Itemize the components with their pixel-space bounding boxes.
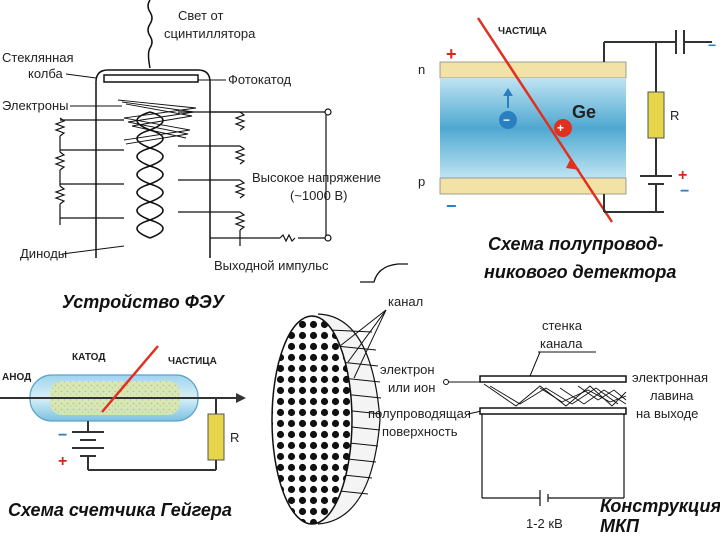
p-label: p bbox=[418, 174, 425, 189]
photocathode-label: Фотокатод bbox=[228, 72, 292, 87]
high-voltage-label-2: (~1000 В) bbox=[290, 188, 347, 203]
geiger-r-label: R bbox=[230, 430, 239, 445]
geiger-diagram: АНОД КАТОД ЧАСТИЦА R − + Схема счетчика … bbox=[0, 345, 246, 520]
semi-battery-minus: − bbox=[680, 183, 689, 200]
semi-battery-plus: + bbox=[678, 167, 687, 184]
mcp-avalanche-label-2: лавина bbox=[650, 388, 694, 403]
mcp-wall-label-2: канала bbox=[540, 336, 583, 351]
ge-crystal bbox=[440, 78, 626, 178]
right-resistor-ladder bbox=[178, 111, 246, 246]
geiger-cathode-label: КАТОД bbox=[72, 352, 105, 363]
semi-caption-1: Схема полупровод- bbox=[488, 234, 663, 254]
glass-bulb bbox=[95, 69, 211, 258]
mcp-electron-label-2: или ион bbox=[388, 380, 435, 395]
mcp-circuit bbox=[481, 414, 625, 506]
electron-paths bbox=[117, 99, 197, 145]
hole-carrier bbox=[554, 119, 572, 137]
output-pulse-label: Выходной импульс bbox=[214, 258, 329, 273]
mcp-channel-section bbox=[479, 375, 627, 415]
mcp-disc-face bbox=[271, 315, 353, 525]
light-label-2: сцинтиллятора bbox=[164, 26, 256, 41]
glass-label-1: Стеклянная bbox=[2, 50, 74, 65]
mcp-caption-1: Конструкция bbox=[600, 496, 720, 516]
dynodes-label: Диноды bbox=[20, 246, 67, 261]
mcp-surface-label-2: поверхность bbox=[382, 424, 458, 439]
semi-output-minus: − bbox=[708, 37, 716, 53]
semiconductor-diagram: + − n p ЧАСТИЦА − + Ge R + bbox=[418, 17, 716, 282]
geiger-circuit bbox=[72, 398, 217, 471]
mcp-channel-label: канал bbox=[388, 294, 423, 309]
mcp-voltage-label: 1-2 кВ bbox=[526, 516, 563, 531]
semi-particle-label: ЧАСТИЦА bbox=[498, 26, 547, 37]
ge-label: Ge bbox=[572, 102, 596, 122]
svg-text:+: + bbox=[557, 121, 564, 135]
semi-particle-track bbox=[476, 17, 614, 223]
semi-plus-top: + bbox=[446, 44, 457, 64]
n-electrode bbox=[439, 61, 627, 79]
light-label-1: Свет от bbox=[178, 8, 223, 23]
glass-label-2: колба bbox=[28, 66, 64, 81]
output-pulse-shape bbox=[360, 263, 408, 283]
mcp-caption-2: МКП bbox=[600, 516, 640, 536]
geiger-minus: − bbox=[58, 427, 67, 444]
mcp-surface-label-1: полупроводящая bbox=[368, 406, 471, 421]
mcp-electron-label-1: электрон bbox=[380, 362, 435, 377]
geiger-plus: + bbox=[58, 453, 67, 470]
pmt-diagram: Свет от сцинтиллятора Стеклянная колба Ф… bbox=[2, 0, 408, 312]
svg-text:−: − bbox=[503, 113, 510, 127]
pmt-caption: Устройство ФЭУ bbox=[62, 292, 226, 312]
mcp-avalanche-label-1: электронная bbox=[632, 370, 708, 385]
high-voltage-leads bbox=[210, 108, 332, 243]
p-electrode bbox=[439, 177, 627, 195]
geiger-particle-track bbox=[101, 345, 159, 413]
high-voltage-label-1: Высокое напряжение bbox=[252, 170, 381, 185]
semi-r-label: R bbox=[670, 108, 679, 123]
semi-minus-bottom: − bbox=[446, 196, 457, 216]
mcp-avalanche-label-3: на выходе bbox=[636, 406, 698, 421]
geiger-resistor bbox=[207, 413, 225, 461]
geiger-particle-label: ЧАСТИЦА bbox=[168, 356, 217, 367]
semi-caption-2: никового детектора bbox=[484, 262, 676, 282]
electrons-label: Электроны bbox=[2, 98, 69, 113]
geiger-caption: Схема счетчика Гейгера bbox=[8, 500, 232, 520]
left-resistor-ladder bbox=[54, 117, 124, 225]
dynode-chain bbox=[136, 111, 164, 239]
geiger-anode-label: АНОД bbox=[2, 372, 31, 383]
n-label: n bbox=[418, 62, 425, 77]
photocathode-plate bbox=[103, 74, 199, 83]
electron-carrier bbox=[499, 111, 517, 129]
semi-resistor bbox=[647, 91, 665, 139]
light-ray bbox=[147, 0, 153, 69]
mcp-diagram: канал электрон или ион полупроводящая по… bbox=[271, 294, 720, 536]
mcp-wall-label-1: стенка bbox=[542, 318, 583, 333]
semi-circuit bbox=[603, 30, 712, 213]
